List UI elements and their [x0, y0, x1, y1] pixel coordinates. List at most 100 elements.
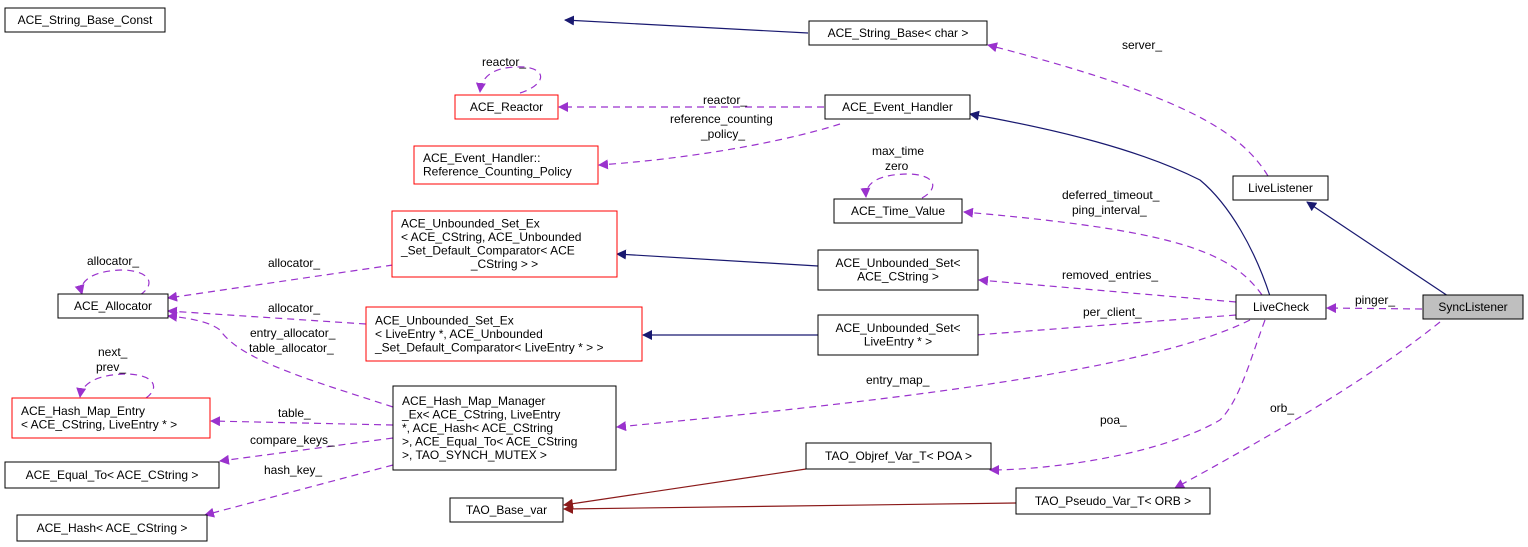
node-label: LiveCheck	[1253, 300, 1310, 314]
node-label: ACE_CString >	[857, 270, 939, 284]
label-ref-policy-1: reference_counting	[670, 112, 773, 126]
edge-allocator-2	[167, 306, 367, 325]
node-tao-base-var[interactable]: TAO_Base_var	[449, 497, 564, 523]
node-label: ACE_Unbounded_Set<	[835, 256, 960, 270]
label-allocator-self: allocator_	[87, 254, 139, 268]
node-label: LiveEntry * >	[864, 335, 932, 349]
label-server: server_	[1122, 38, 1162, 52]
edge-compare-keys	[219, 437, 394, 465]
node-ace-reactor[interactable]: ACE_Reactor	[454, 94, 559, 120]
node-box[interactable]	[805, 442, 992, 470]
label-entry-map: entry_map_	[866, 373, 930, 387]
node-label: ACE_Unbounded_Set_Ex	[401, 217, 540, 231]
edges	[74, 15, 1449, 518]
edge-unbounded-set-cstring-to-ex	[616, 249, 819, 267]
node-box[interactable]	[824, 94, 971, 120]
edge-next-prev-self	[76, 373, 155, 399]
edge-pinger	[1326, 303, 1423, 314]
node-label: ACE_String_Base_Const	[18, 13, 153, 27]
node-ace-allocator[interactable]: ACE_Allocator	[57, 293, 169, 319]
edge-time-self	[860, 173, 934, 199]
node-ace-unbounded-set-ex-liveentry[interactable]: ACE_Unbounded_Set_Ex< LiveEntry *, ACE_U…	[365, 306, 643, 362]
label-next-prev-1: next_	[98, 345, 128, 359]
edge-removed-entries	[978, 275, 1237, 303]
label-next-prev-2: prev_	[96, 360, 126, 374]
label-time-self-1: max_time	[872, 144, 924, 158]
node-label: < LiveEntry *, ACE_Unbounded	[375, 327, 543, 341]
node-label: ACE_Allocator	[74, 299, 152, 313]
node-label: ACE_Unbounded_Set_Ex	[375, 313, 514, 327]
label-compare-keys: compare_keys_	[250, 433, 335, 447]
node-box[interactable]	[365, 306, 643, 362]
label-pinger: pinger_	[1355, 293, 1395, 307]
node-label: ACE_Hash_Map_Entry	[21, 404, 145, 418]
node-label: ACE_Equal_To< ACE_CString >	[26, 468, 199, 482]
node-label: ACE_String_Base< char >	[828, 26, 969, 40]
label-allocator-3b: table_allocator_	[249, 341, 334, 355]
node-ace-hash-cstring[interactable]: ACE_Hash< ACE_CString >	[16, 514, 208, 542]
node-box[interactable]	[1235, 294, 1327, 320]
label-table: table_	[278, 406, 311, 420]
node-label: >, ACE_Equal_To< ACE_CString	[402, 434, 577, 448]
node-box[interactable]	[833, 198, 963, 224]
label-poa: poa_	[1100, 413, 1127, 427]
node-box[interactable]	[392, 385, 617, 471]
node-box[interactable]	[1015, 487, 1211, 515]
node-label: ACE_Event_Handler	[842, 100, 953, 114]
node-label: < ACE_CString, LiveEntry * >	[21, 418, 177, 432]
node-tao-pseudo-var-orb[interactable]: TAO_Pseudo_Var_T< ORB >	[1015, 487, 1211, 515]
label-allocator-1: allocator_	[268, 256, 320, 270]
edge-allocator-3	[167, 311, 394, 408]
node-box[interactable]	[1232, 175, 1329, 201]
node-box[interactable]	[808, 20, 988, 46]
edge-allocator-1	[167, 264, 394, 302]
edge-objref-to-base-var	[563, 468, 807, 509]
label-time-self-2: zero	[885, 159, 909, 173]
node-livelistener[interactable]: LiveListener	[1232, 175, 1329, 201]
label-reactor: reactor_	[703, 93, 747, 107]
node-ace-event-handler-rcp[interactable]: ACE_Event_Handler::Reference_Counting_Po…	[413, 145, 599, 185]
node-label: ACE_Time_Value	[851, 204, 945, 218]
node-label: TAO_Pseudo_Var_T< ORB >	[1035, 494, 1191, 508]
node-box[interactable]	[817, 314, 979, 356]
node-box[interactable]	[1422, 294, 1524, 320]
node-label: ACE_Unbounded_Set<	[835, 321, 960, 335]
node-box[interactable]	[449, 497, 564, 523]
label-allocator-2: allocator_	[268, 301, 320, 315]
label-orb: orb_	[1270, 401, 1294, 415]
node-box[interactable]	[16, 514, 208, 542]
node-label: < ACE_CString, ACE_Unbounded	[401, 230, 581, 244]
node-box[interactable]	[57, 293, 169, 319]
node-label: _Set_Default_Comparator< ACE	[400, 244, 575, 258]
node-ace-equal-to-cstring[interactable]: ACE_Equal_To< ACE_CString >	[4, 461, 220, 489]
node-label: ACE_Hash< ACE_CString >	[37, 521, 188, 535]
node-ace-string-base-char[interactable]: ACE_String_Base< char >	[808, 20, 988, 46]
label-reactor-self: reactor_	[482, 55, 526, 69]
node-livecheck[interactable]: LiveCheck	[1235, 294, 1327, 320]
node-ace-hash-map-entry[interactable]: ACE_Hash_Map_Entry< ACE_CString, LiveEnt…	[11, 397, 211, 439]
node-synclistener[interactable]: SyncListener	[1422, 294, 1524, 320]
label-time-1: deferred_timeout_	[1062, 188, 1160, 202]
node-box[interactable]	[391, 210, 618, 278]
edge-entry-map	[616, 319, 1251, 432]
node-box[interactable]	[4, 7, 166, 33]
node-ace-hash-map-manager-ex[interactable]: ACE_Hash_Map_Manager_Ex< ACE_CString, Li…	[392, 385, 617, 471]
edge-labels: server_ reactor_ reactor_ reference_coun…	[87, 38, 1395, 477]
edge-table	[210, 416, 394, 427]
node-ace-string-base-const[interactable]: ACE_String_Base_Const	[4, 7, 166, 33]
node-box[interactable]	[817, 249, 979, 291]
node-ace-event-handler[interactable]: ACE_Event_Handler	[824, 94, 971, 120]
node-ace-time-value[interactable]: ACE_Time_Value	[833, 198, 963, 224]
node-box[interactable]	[454, 94, 559, 120]
node-tao-objref-var-poa[interactable]: TAO_Objref_Var_T< POA >	[805, 442, 992, 470]
edge-string-base-to-const	[564, 15, 809, 34]
node-box[interactable]	[413, 145, 599, 185]
node-box[interactable]	[11, 397, 211, 439]
edge-hash-key	[204, 464, 394, 518]
node-ace-unbounded-set-liveentry[interactable]: ACE_Unbounded_Set<LiveEntry * >	[817, 314, 979, 356]
node-ace-unbounded-set-cstring[interactable]: ACE_Unbounded_Set<ACE_CString >	[817, 249, 979, 291]
node-ace-unbounded-set-ex-cstring[interactable]: ACE_Unbounded_Set_Ex< ACE_CString, ACE_U…	[391, 210, 618, 278]
label-allocator-3a: entry_allocator_	[250, 326, 336, 340]
node-box[interactable]	[4, 461, 220, 489]
